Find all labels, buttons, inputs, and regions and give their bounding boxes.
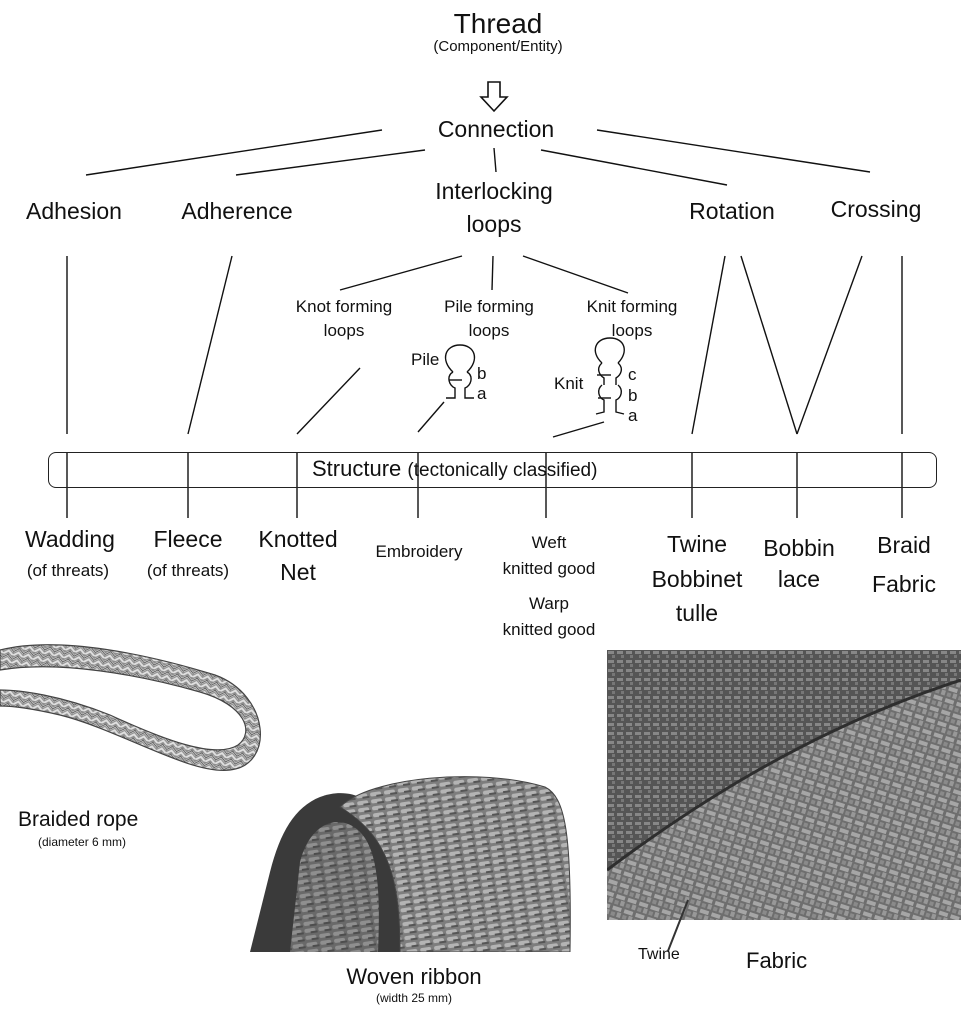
product-bobbinet: Bobbinet xyxy=(652,566,743,592)
product-tulle: tulle xyxy=(676,600,718,626)
line-adherence-fleece xyxy=(188,256,232,434)
knit-loop-sketch xyxy=(595,338,624,414)
rope-title: Braided rope xyxy=(18,808,138,832)
line-rotation-bobbin xyxy=(741,256,797,434)
rotation-label: Rotation xyxy=(689,198,775,224)
knit-sketch-b: b xyxy=(628,386,637,406)
knit-sketch-a: a xyxy=(628,406,637,426)
adhesion-label: Adhesion xyxy=(26,198,122,224)
line-pile-embroidery xyxy=(418,402,444,432)
connection-label: Connection xyxy=(438,116,554,142)
pile-loop-sketch xyxy=(446,345,475,398)
line-connection-adhesion xyxy=(86,130,382,175)
product-knotted: Knotted xyxy=(258,526,337,552)
line-rotation-twine xyxy=(692,256,725,434)
structure-label: Structure (tectonically classified) xyxy=(312,456,597,482)
line-connection-adherence xyxy=(236,150,425,175)
adherence-label: Adherence xyxy=(181,198,292,224)
knot-loops-line1: Knot forming xyxy=(296,297,392,317)
pile-sketch-a: a xyxy=(477,384,486,404)
thread-subtitle: (Component/Entity) xyxy=(433,38,562,55)
product-weft-line2: knitted good xyxy=(503,559,596,579)
crossing-label: Crossing xyxy=(831,196,922,222)
product-warp-line2: knitted good xyxy=(503,620,596,640)
product-fleece-sub: (of threats) xyxy=(147,561,229,581)
down-arrow xyxy=(481,82,507,111)
pile-sketch-b: b xyxy=(477,364,486,384)
woven-ribbon-photo xyxy=(250,752,580,952)
product-wadding: Wadding xyxy=(25,526,115,552)
fabric-twine-label: Twine xyxy=(638,946,680,964)
line-connection-crossing xyxy=(597,130,870,172)
product-warp-line1: Warp xyxy=(529,594,569,614)
fabric-photo xyxy=(607,650,961,920)
line-interlocking-knit xyxy=(523,256,628,293)
fabric-title: Fabric xyxy=(746,948,807,973)
product-embroidery: Embroidery xyxy=(376,542,463,562)
knit-loops-line1: Knit forming xyxy=(587,297,678,317)
interlocking-label-line1: Interlocking xyxy=(435,178,553,204)
pile-sketch-label: Pile xyxy=(411,350,439,370)
line-knot-net xyxy=(297,368,360,434)
product-weft-line1: Weft xyxy=(532,533,567,553)
thread-title: Thread xyxy=(454,8,543,40)
ribbon-subtitle: (width 25 mm) xyxy=(376,992,452,1006)
knit-sketch-label: Knit xyxy=(554,374,583,394)
pile-loops-line2: loops xyxy=(469,321,510,341)
product-net: Net xyxy=(280,559,316,585)
knit-sketch-c: c xyxy=(628,365,637,385)
pile-loops-line1: Pile forming xyxy=(444,297,534,317)
interlocking-label-line2: loops xyxy=(467,211,522,237)
product-braid: Braid xyxy=(877,532,931,558)
line-connection-rotation xyxy=(541,150,727,185)
product-bobbin: Bobbin xyxy=(763,535,835,561)
product-fabric: Fabric xyxy=(872,571,936,597)
product-lace: lace xyxy=(778,566,820,592)
line-interlocking-pile xyxy=(492,256,493,290)
line-knit-weft xyxy=(553,422,604,437)
line-crossing-bobbin xyxy=(797,256,862,434)
rope-subtitle: (diameter 6 mm) xyxy=(38,836,126,850)
product-wadding-sub: (of threats) xyxy=(27,561,109,581)
line-connection-interlocking xyxy=(494,148,496,172)
product-twine: Twine xyxy=(667,531,727,557)
ribbon-title: Woven ribbon xyxy=(346,964,481,989)
knot-loops-line2: loops xyxy=(324,321,365,341)
product-fleece: Fleece xyxy=(153,526,222,552)
knit-loops-line2: loops xyxy=(612,321,653,341)
line-interlocking-knot xyxy=(340,256,462,290)
